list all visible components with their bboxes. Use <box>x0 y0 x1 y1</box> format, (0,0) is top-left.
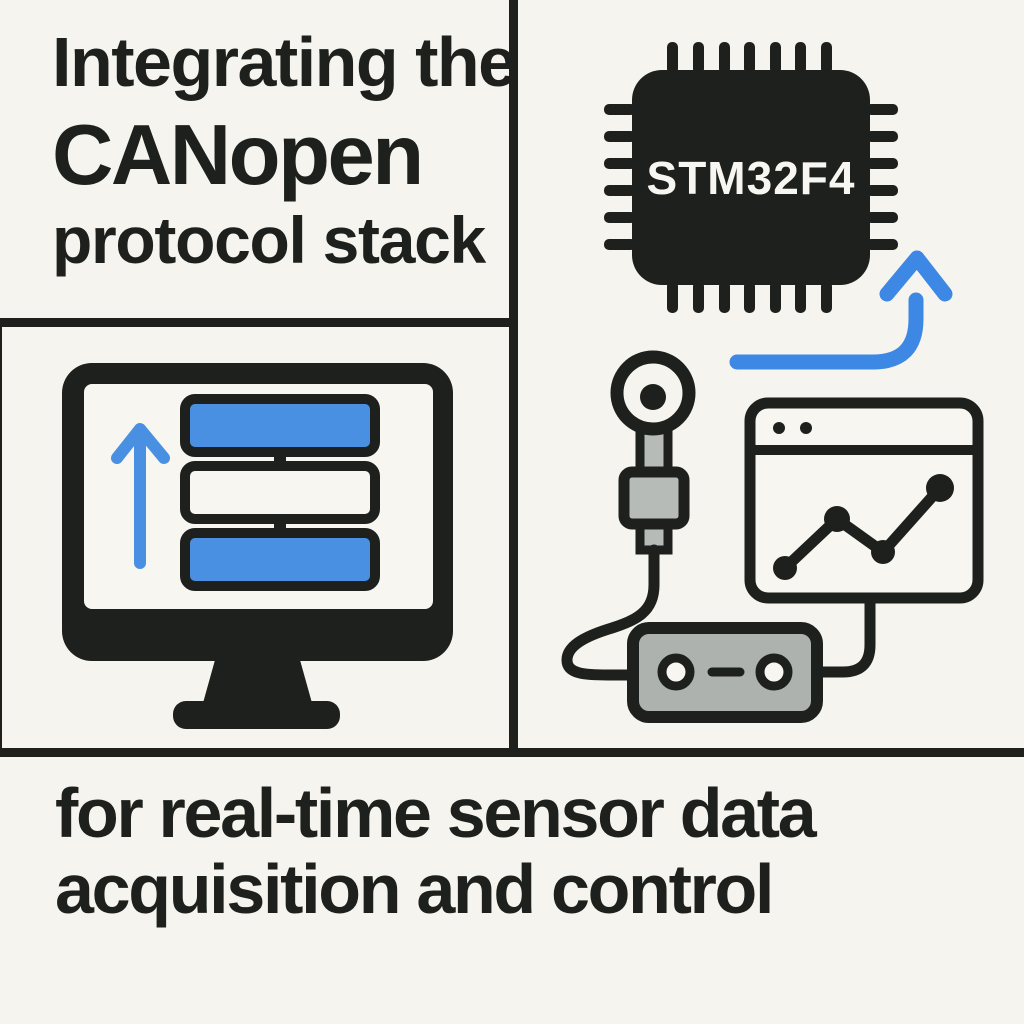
divider-vertical <box>509 0 518 757</box>
mcu-chip-icon: STM32F4 <box>604 42 898 313</box>
layer-bottom <box>180 528 380 591</box>
heading-line-2: CANopen <box>52 108 424 203</box>
embedded-system-diagram: STM32F4 <box>561 42 984 723</box>
heading-line-1: Integrating the <box>52 23 517 101</box>
monitor-stand-base <box>173 701 340 729</box>
display-cable <box>812 591 876 678</box>
up-arrow-icon <box>111 423 170 569</box>
layer-middle <box>180 461 380 524</box>
curved-up-arrow-icon <box>729 250 953 370</box>
browser-dot-2 <box>800 422 812 434</box>
frame-left-edge <box>0 318 2 757</box>
line-chart <box>773 474 954 580</box>
browser-chart-window-icon <box>744 397 984 604</box>
stacked-protocol-layers-icon <box>180 394 380 591</box>
sensor-lens-dot <box>640 384 666 410</box>
chip-body <box>632 70 870 285</box>
connector-port-right <box>755 653 793 691</box>
heading-line-3: protocol stack <box>52 203 486 277</box>
monitor-stand-neck <box>203 660 312 703</box>
divider-horizontal-left <box>0 318 518 327</box>
layer-top <box>180 394 380 457</box>
browser-dot-1 <box>773 422 785 434</box>
desktop-monitor-icon <box>62 363 453 729</box>
footer-line-2: acquisition and control <box>55 850 774 928</box>
connector-module-icon <box>627 622 823 723</box>
sensor-block <box>618 466 690 530</box>
footer-block: for real-time sensor data acquisition an… <box>55 774 817 928</box>
connector-port-left <box>657 653 695 691</box>
chip-label: STM32F4 <box>647 152 856 204</box>
sensor-cable <box>561 544 660 681</box>
sensor-probe-icon <box>610 350 696 555</box>
footer-line-1: for real-time sensor data <box>55 774 817 852</box>
chip-pins <box>604 42 898 313</box>
divider-horizontal-full <box>0 748 1024 757</box>
heading-block: Integrating the CANopen protocol stack <box>52 23 517 277</box>
